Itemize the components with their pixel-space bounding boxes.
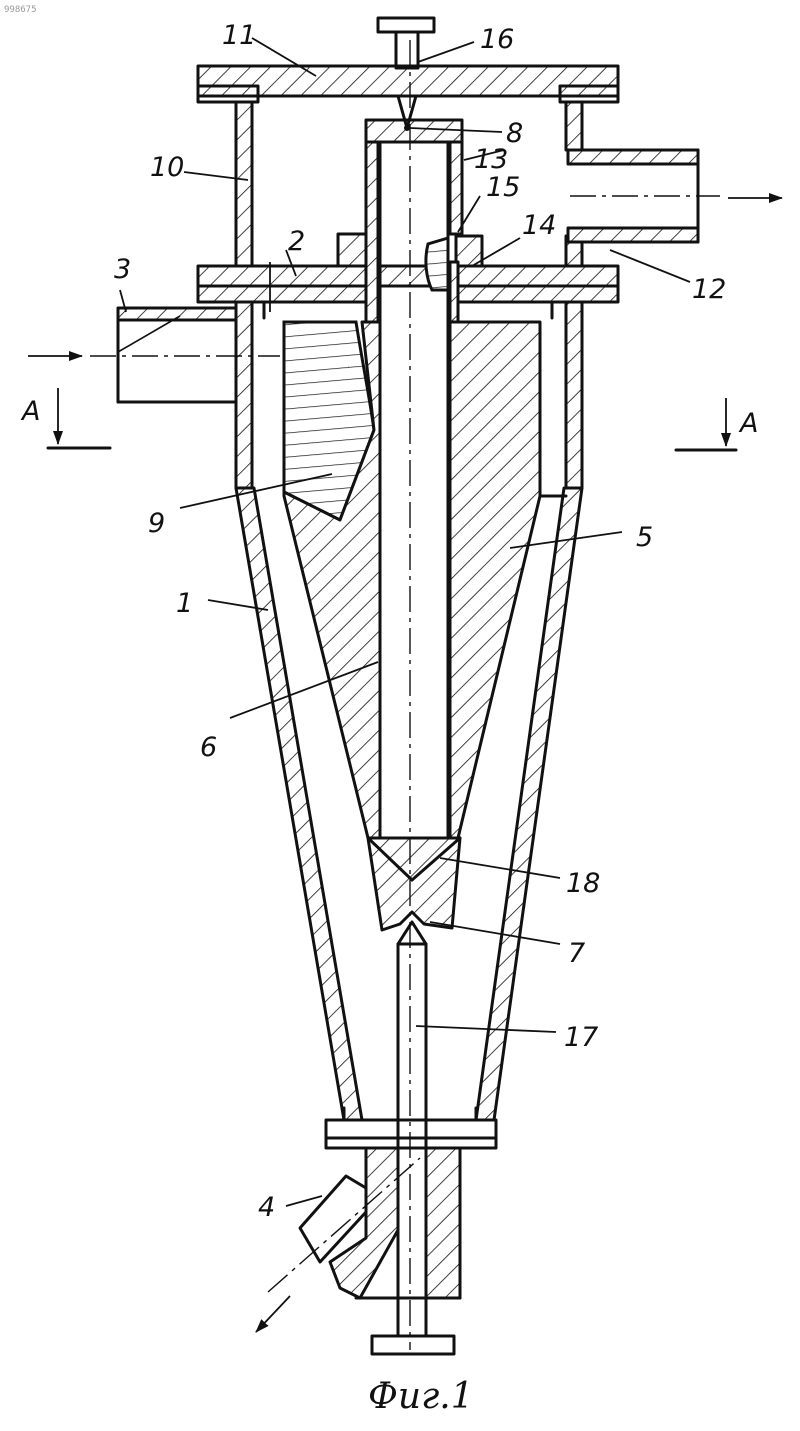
label-6: 6 — [200, 732, 217, 763]
document-id: 998675 — [4, 5, 37, 15]
label-7: 7 — [568, 938, 585, 969]
section-marker-right: A — [676, 398, 758, 450]
section-label-right: A — [738, 408, 758, 439]
label-8: 8 — [506, 118, 523, 149]
section-marker-left: A — [20, 388, 110, 448]
label-18: 18 — [566, 868, 600, 899]
conical-body-1 — [236, 488, 582, 1120]
label-17: 17 — [564, 1022, 598, 1053]
label-10: 10 — [150, 152, 184, 183]
label-12: 12 — [692, 274, 726, 305]
section-label-left: A — [20, 396, 40, 427]
label-5: 5 — [636, 522, 653, 553]
label-2: 2 — [288, 226, 305, 257]
label-15: 15 — [486, 172, 520, 203]
label-1: 1 — [176, 588, 193, 619]
label-16: 16 — [480, 24, 514, 55]
discharge-outlet-4 — [300, 1148, 460, 1298]
label-14: 14 — [522, 210, 556, 241]
label-13: 13 — [474, 144, 508, 175]
label-3: 3 — [114, 254, 131, 285]
valve-15 — [426, 238, 448, 290]
flow-arrows — [28, 198, 782, 1332]
central-tube — [366, 120, 462, 838]
reference-labels: 11 16 8 13 15 14 10 2 3 12 9 5 1 6 18 7 … — [114, 20, 726, 1223]
label-4: 4 — [258, 1192, 275, 1223]
partition-flange-2 — [198, 234, 618, 318]
leader-lines — [120, 38, 690, 1206]
cone-tip-18 — [368, 838, 460, 930]
label-11: 11 — [222, 20, 256, 51]
inlet-pipe-3 — [118, 308, 236, 402]
label-9: 9 — [148, 508, 165, 539]
figure-caption: Фиг.1 — [368, 1376, 474, 1417]
